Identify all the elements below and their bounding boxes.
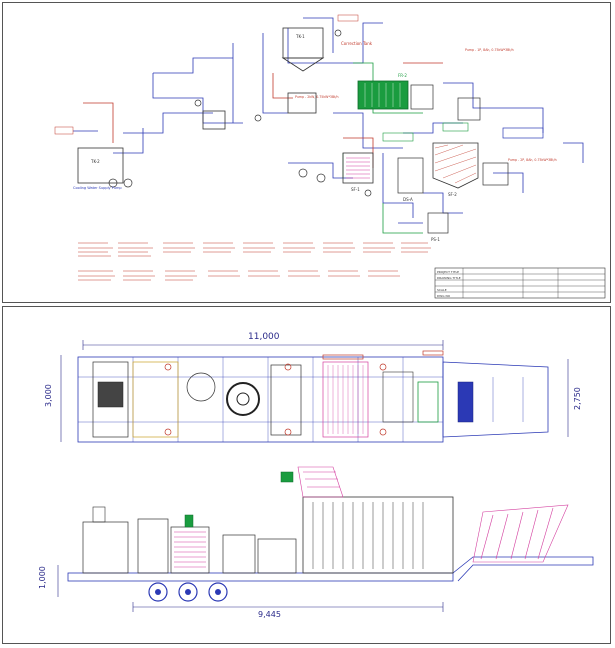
tag-tk2: TK-2 (90, 159, 100, 164)
mixing-coil (346, 157, 370, 179)
heat-exchanger (202, 110, 226, 130)
plan-pump-block (97, 381, 124, 408)
elev-roof-panels (297, 466, 569, 563)
plan-equip-mid (270, 364, 302, 436)
elevation-view: 1,000 (38, 466, 594, 619)
plan-view: 11,000 3,000 2,750 (44, 332, 582, 443)
elev-pump-skid (82, 521, 129, 574)
plan-red-accents (164, 350, 444, 436)
vessel-ps1 (427, 212, 449, 234)
plan-equip-green (417, 381, 439, 423)
dim-height: 1,000 (38, 566, 47, 589)
equipment-list (78, 242, 431, 281)
filter-unit-green (357, 80, 409, 110)
tag-sf2: SF-2 (448, 192, 457, 197)
tag-sf1: SF-1 (351, 187, 360, 192)
trailer-drawing-panel: 11,000 3,000 2,750 (2, 306, 611, 644)
callout-right2: Pump - 2P, 8Ah, 0.75kW*3Bt/h (508, 158, 557, 162)
elev-gooseneck (452, 556, 594, 582)
tag-frs: FR-2 (398, 73, 407, 78)
callout-mid: Pump - 2kW, 0.75kW*3Bt/h (295, 95, 339, 99)
title-block-row-3: SCALE (437, 288, 447, 292)
tank-mixing (342, 152, 374, 184)
elev-vessel (222, 534, 256, 574)
plan-equip-yellow (132, 361, 179, 438)
pumps (108, 29, 372, 197)
plan-hopper-blue (457, 381, 474, 423)
plan-equip-left (92, 361, 129, 438)
elev-green-motor (184, 514, 194, 528)
plan-tank-round (186, 372, 216, 402)
pid-drawing: TK-2 TK-1 FR-2 SF-1 SF-2 DS-A PS-1 (54, 14, 606, 299)
skid-green (382, 132, 414, 142)
cooling-supply-label: Cooling Water Supply Pump (73, 186, 122, 190)
tag-dsa: DS-A (403, 197, 413, 202)
elev-mixing-tank (170, 526, 210, 574)
filter-unit-plates (364, 83, 401, 107)
filter-unit-right (410, 84, 434, 110)
title-block-row-1: DRAWING TITLE (437, 276, 461, 280)
trailer-drawing: 11,000 3,000 2,750 (38, 332, 594, 619)
tag-ps: PS-1 (431, 237, 440, 242)
tank-tk1-cone (281, 57, 325, 72)
callout-right: Pump - 1P, 8Ah, 0.75kW*3Bt/h (465, 48, 514, 52)
tank-tk2 (77, 147, 124, 184)
callout-box-correction (337, 14, 359, 22)
pid-drawing-panel: TK-2 TK-1 FR-2 SF-1 SF-2 DS-A PS-1 (2, 2, 611, 303)
vessel-dsa (397, 157, 424, 194)
skid-green-2 (442, 122, 469, 132)
title-block: PROJECT TITLE DRAWING TITLE SCALE DWG NO (434, 267, 606, 299)
vessel-bottom-right (482, 162, 509, 186)
dim-total-length: 11,000 (248, 332, 280, 342)
hopper-hatch (434, 144, 477, 184)
conveyor (502, 127, 544, 139)
elev-green-top (280, 471, 294, 483)
elev-tank-small (137, 518, 169, 574)
plan-filter-press (322, 361, 369, 438)
title-block-row-0: PROJECT TITLE (437, 270, 459, 274)
elev-wheel-hubs (155, 589, 221, 595)
dim-lower-length: 9,445 (258, 610, 281, 619)
hopper (432, 142, 479, 189)
elev-deck (67, 572, 454, 582)
piping-lines (73, 17, 584, 224)
plan-tank-large (226, 382, 260, 416)
dim-width-left: 3,000 (44, 384, 53, 407)
plan-equip-right (382, 371, 414, 423)
tank-tk1 (282, 27, 324, 59)
callout-box-left (54, 126, 74, 135)
title-block-row-4: DWG NO (437, 294, 451, 298)
tag-tk1: TK-1 (295, 34, 305, 39)
elev-filter-press (302, 496, 454, 574)
gooseneck-plan (442, 361, 549, 438)
elev-vessel-2 (257, 538, 297, 574)
elev-mixing-coil (174, 531, 206, 568)
vessel-top-right (457, 97, 481, 121)
vessel-mid (287, 92, 317, 114)
dim-width-right: 2,750 (573, 387, 582, 410)
callout-correction: Correction Tank (341, 41, 373, 46)
